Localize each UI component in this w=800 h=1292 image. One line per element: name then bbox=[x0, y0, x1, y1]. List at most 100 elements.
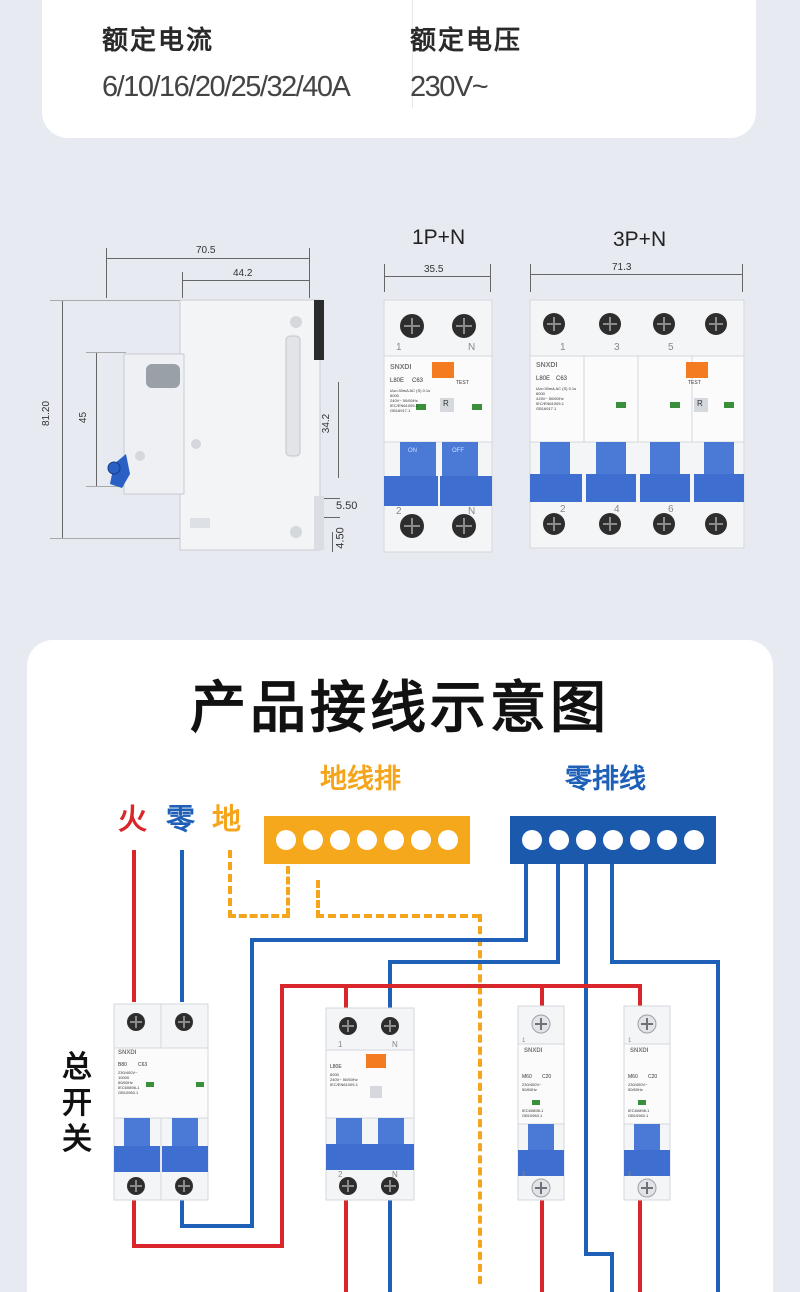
dim-rail-a: 5.50 bbox=[336, 500, 358, 512]
wire-neutral-h-rcbo bbox=[388, 960, 560, 964]
wire-live-in bbox=[132, 850, 136, 1002]
bus-hole bbox=[548, 830, 569, 850]
rcbo-terminal-top-n: N bbox=[468, 342, 476, 353]
mcb-2-image: SNXDI M60 C20 230/400V~ 50/60Hz IEC60898… bbox=[622, 1004, 672, 1202]
wire-live-mcb1-out bbox=[540, 1196, 544, 1292]
rated-current-block: 额定电流 6/10/16/20/25/32/40A bbox=[102, 20, 351, 104]
rcbo3-terminal-bottom-2: 2 bbox=[560, 504, 566, 515]
bus-hole bbox=[411, 830, 432, 850]
main-switch-image: SNXDI B80 C63 230/400V~ 10000 50/60Hz IE… bbox=[112, 1002, 210, 1202]
rcbo3-line: IEC/EN61009-1 bbox=[536, 401, 565, 406]
mcb-1-terminal-top: 1 bbox=[522, 1038, 526, 1044]
dim-line-1p-width bbox=[384, 276, 490, 277]
rcbo-wiring-image: 1 N L80E 6000 240V~ 50/60Hz IEC/EN61009-… bbox=[324, 1006, 416, 1202]
bus-hole bbox=[602, 830, 623, 850]
wire-earth-h2 bbox=[316, 914, 480, 918]
dim-line-front-height bbox=[96, 352, 97, 486]
mcb-1-line: GB10963.1 bbox=[522, 1113, 543, 1118]
legend-neutral: 零 bbox=[166, 802, 196, 836]
dim-extension bbox=[182, 272, 183, 298]
wire-live-rcbo-out bbox=[344, 1196, 348, 1292]
rcbo-reset-label: R bbox=[443, 399, 449, 408]
mcb-2-terminal-top: 1 bbox=[628, 1038, 632, 1044]
spec-divider bbox=[412, 0, 413, 108]
mcb-1-model: M60 bbox=[522, 1074, 532, 1080]
bus-hole bbox=[356, 830, 377, 850]
dim-rail-b: 4.50 bbox=[334, 527, 347, 549]
rcbo-test-label: TEST bbox=[456, 380, 469, 386]
dim-width-3p: 71.3 bbox=[612, 262, 632, 273]
main-switch-model: B80 bbox=[118, 1062, 127, 1068]
rcbo3-brand: SNXDI bbox=[536, 362, 558, 369]
mcb-2-std: IEC60898-1 GB10963.1 bbox=[628, 1108, 649, 1118]
dim-extension bbox=[530, 264, 531, 292]
legend-live: 火 bbox=[118, 802, 148, 836]
ground-bus-bar bbox=[264, 816, 470, 864]
main-switch-line: 50/60Hz bbox=[118, 1080, 133, 1085]
rcbo3-terminal-top-1: 1 bbox=[560, 342, 566, 353]
bus-hole bbox=[384, 830, 405, 850]
bus-hole bbox=[329, 830, 350, 850]
dim-extension bbox=[310, 498, 340, 499]
rcbo-brand: SNXDI bbox=[390, 364, 412, 371]
dim-line-height bbox=[62, 300, 63, 538]
mcb-2-line: IEC60898-1 bbox=[628, 1108, 650, 1113]
wire-earth-down bbox=[478, 914, 482, 1284]
main-switch-char: 开 bbox=[62, 1086, 92, 1121]
main-switch-line: 230/400V~ bbox=[118, 1070, 138, 1075]
rcbo-line: GB16917.1 bbox=[390, 408, 411, 413]
mcb-1-line: IEC60898-1 bbox=[522, 1108, 544, 1113]
wire-neutral-bus-1 bbox=[524, 864, 528, 942]
bus-hole bbox=[521, 830, 542, 850]
mcb-2-line: GB10963.1 bbox=[628, 1113, 649, 1118]
wire-neutral-main-stub bbox=[180, 1196, 184, 1228]
wire-neutral-bus-4 bbox=[610, 864, 614, 964]
wire-live-mcb1-in bbox=[540, 984, 544, 1006]
rated-voltage-value: 230V~ bbox=[410, 71, 489, 103]
wire-neutral-down-main bbox=[250, 938, 254, 1228]
rcbo-spec-lines: IΔn=30mA AC (S) 0.1s 6000 240V~ 50/60Hz … bbox=[390, 388, 436, 413]
rated-voltage-title: 额定电压 bbox=[410, 26, 523, 56]
dim-extension bbox=[86, 486, 126, 487]
neutral-bus-bar bbox=[510, 816, 716, 864]
rcbo3-reset-label: R bbox=[697, 399, 703, 408]
rcbo-wiring-line: 6000 bbox=[330, 1072, 339, 1077]
wire-live-rcbo-in bbox=[344, 984, 348, 1010]
rcbo-wiring-model: L80E bbox=[330, 1064, 342, 1070]
rcbo3-terminal-bottom-6: 6 bbox=[668, 504, 674, 515]
dim-width-1p: 35.5 bbox=[424, 264, 444, 275]
dim-extension bbox=[490, 264, 491, 292]
wire-neutral-bus-2 bbox=[556, 864, 560, 964]
rcbo3-line: GB16917.1 bbox=[536, 406, 557, 411]
label-3p-n: 3P+N bbox=[613, 228, 667, 251]
wire-earth-up2 bbox=[316, 880, 320, 918]
wiring-title: 产品接线示意图 bbox=[190, 676, 610, 741]
bus-hole bbox=[684, 830, 705, 850]
dim-extension bbox=[310, 517, 340, 518]
rcbo-line: IEC/EN61009-1 bbox=[390, 403, 419, 408]
rcbo-wiring-terminal-n: N bbox=[392, 1040, 398, 1049]
dim-extension bbox=[742, 264, 743, 292]
rcbo3-model: L80E bbox=[536, 376, 551, 382]
rcbo-1p-n-image: 1 N SNXDI L80E C63 TEST R IΔn=30mA AC (S… bbox=[382, 298, 494, 554]
rated-current-title: 额定电流 bbox=[102, 26, 215, 56]
dim-extension bbox=[106, 248, 107, 298]
legend-earth: 地 bbox=[212, 802, 242, 836]
wire-live-main-stub bbox=[132, 1196, 136, 1248]
dim-line-front bbox=[182, 280, 310, 281]
wire-live-mcb2-in bbox=[638, 984, 642, 1006]
rcbo-3p-n-image: 1 3 5 SNXDI L80E C63 TEST R IΔn=30mA AC … bbox=[528, 298, 746, 550]
mcb-2-rating: C20 bbox=[648, 1074, 658, 1080]
bus-hole bbox=[657, 830, 678, 850]
rcbo3-terminal-top-5: 5 bbox=[668, 342, 674, 353]
rcbo-off-label: OFF bbox=[452, 448, 464, 454]
rcbo-wiring-terminal-2: 2 bbox=[338, 1170, 343, 1179]
bus-hole bbox=[302, 830, 323, 850]
dim-height-total: 81.20 bbox=[41, 400, 53, 427]
bus-hole bbox=[575, 830, 596, 850]
rcbo-model: L80E bbox=[390, 378, 405, 384]
wire-earth-in bbox=[228, 850, 232, 918]
dim-extension bbox=[86, 352, 126, 353]
main-switch-line: IEC60898-1 bbox=[118, 1085, 140, 1090]
wire-neutral-h-main bbox=[250, 938, 528, 942]
